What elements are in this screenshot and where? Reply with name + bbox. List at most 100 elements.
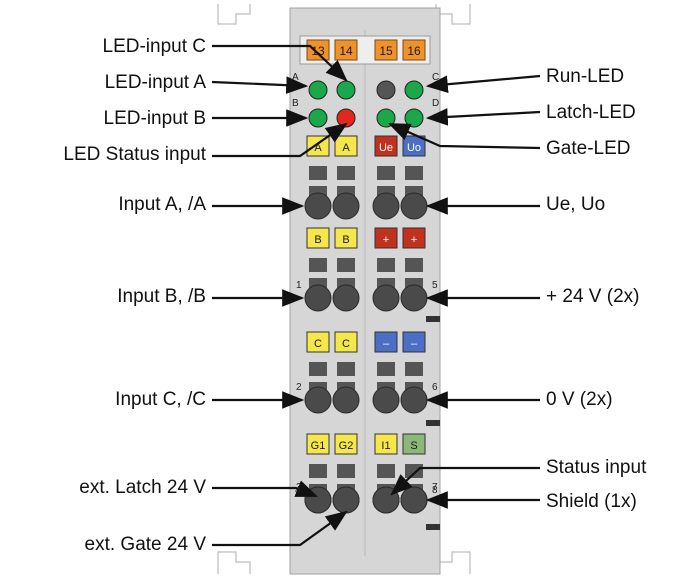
callout-ext-gate (212, 510, 348, 547)
label-led-input-b: LED-input B (104, 108, 206, 129)
terminal-contact-bottom-1 (332, 486, 360, 514)
spring-square (337, 166, 355, 180)
tag-3-1 (334, 433, 358, 455)
tag-3-2 (374, 433, 398, 455)
callout-gate-led (387, 122, 541, 150)
spring-square (337, 362, 355, 376)
tag-label-3-1: G2 (339, 440, 354, 452)
tag-label-0-1: A (342, 142, 350, 154)
tag-3-3 (402, 433, 426, 455)
top-tab-number-14: 14 (339, 44, 353, 58)
tag-label-3-0: G1 (311, 440, 326, 452)
label-run-led: Run-LED (546, 66, 624, 87)
tag-1-2 (374, 227, 398, 249)
terminal-number-8: 8 (432, 485, 438, 496)
terminal-contact-bottom-0 (304, 486, 332, 514)
terminal-number-left-2: 2 (296, 382, 302, 393)
tag-3-0 (306, 433, 330, 455)
led-input-b (308, 108, 328, 128)
terminal-contact-bottom-3 (400, 486, 428, 514)
label-shield: Shield (1x) (546, 491, 637, 512)
tag-label-1-0: B (314, 234, 321, 246)
terminal-contact-2-3 (400, 386, 428, 414)
tag-label-0-2: Ue (379, 142, 393, 154)
label-input-c: Input C, /C (115, 389, 206, 410)
led-input-a (308, 80, 328, 100)
tag-label-3-2: I1 (381, 440, 390, 452)
right-labels: Run-LED Latch-LED Gate-LED Ue, Uo + 24 V… (546, 66, 647, 512)
spring-square (405, 362, 423, 376)
terminal-number-4: 4 (295, 485, 301, 496)
spring-square (309, 166, 327, 180)
terminal-contact-1-2 (372, 284, 400, 312)
tag-label-3-3: S (410, 440, 417, 452)
tag-label-2-3: – (411, 338, 418, 350)
tag-label-2-0: C (314, 338, 322, 350)
tag-2-0 (306, 331, 330, 353)
callout-led-input-c (212, 44, 348, 82)
spring-square (309, 362, 327, 376)
terminal-contact-2-1 (332, 386, 360, 414)
tag-label-1-3: + (411, 234, 417, 246)
tag-1-3 (402, 227, 426, 249)
tag-label-1-1: B (342, 234, 349, 246)
top-tab-number-15: 15 (379, 44, 393, 58)
terminal-number-right-1: 5 (432, 280, 438, 291)
terminal-number-right-3: 7 (432, 482, 438, 493)
callout-led-status (212, 122, 348, 158)
spring-square (377, 258, 395, 272)
terminal-number-right-2: 6 (432, 382, 438, 393)
spring-square (309, 258, 327, 272)
label-plus-24v: + 24 V (2x) (546, 286, 639, 307)
callout-latch-led (425, 108, 541, 126)
tag-2-2 (374, 331, 398, 353)
led-letter-c: C (432, 72, 439, 83)
terminal-contact-0-3 (400, 192, 428, 220)
terminal-contact-2-2 (372, 386, 400, 414)
terminal-contact-0-0 (304, 192, 332, 220)
tag-1-0 (306, 227, 330, 249)
spring-square (309, 464, 327, 478)
terminal-contact-1-3 (400, 284, 428, 312)
led-off-1 (376, 80, 396, 100)
tag-0-3 (402, 135, 426, 157)
callout-status-input (390, 466, 540, 496)
top-tab-13 (306, 39, 330, 61)
terminal-contact-2-0 (304, 386, 332, 414)
latch-led (404, 108, 424, 128)
spring-square (337, 258, 355, 272)
gate-led (376, 108, 396, 128)
terminal-contact-0-2 (372, 192, 400, 220)
top-tab-15 (374, 39, 398, 61)
tag-2-1 (334, 331, 358, 353)
label-ue-uo: Ue, Uo (546, 194, 605, 215)
callout-run-led (425, 74, 541, 94)
tag-0-2 (374, 135, 398, 157)
spring-square (377, 464, 395, 478)
tag-2-3 (402, 331, 426, 353)
callout-ext-latch (212, 480, 319, 498)
edge-ticks (426, 316, 440, 530)
callout-led-input-a (211, 76, 309, 94)
spring-square (377, 362, 395, 376)
label-input-a: Input A, /A (118, 194, 206, 215)
run-led (404, 80, 424, 100)
label-status-input: Status input (546, 457, 647, 478)
label-input-b: Input B, /B (117, 286, 206, 307)
label-ext-gate: ext. Gate 24 V (85, 534, 207, 555)
top-tab-number-16: 16 (407, 44, 421, 58)
tag-1-1 (334, 227, 358, 249)
label-led-input-c: LED-input C (103, 36, 207, 57)
led-letter-b: B (292, 98, 299, 109)
terminal-contact-1-0 (304, 284, 332, 312)
tag-label-2-2: – (383, 338, 390, 350)
spring-square (405, 464, 423, 478)
tag-0-0 (306, 135, 330, 157)
led-letter-a: A (292, 72, 299, 83)
top-tab-16 (402, 39, 426, 61)
terminal-contact-1-1 (332, 284, 360, 312)
